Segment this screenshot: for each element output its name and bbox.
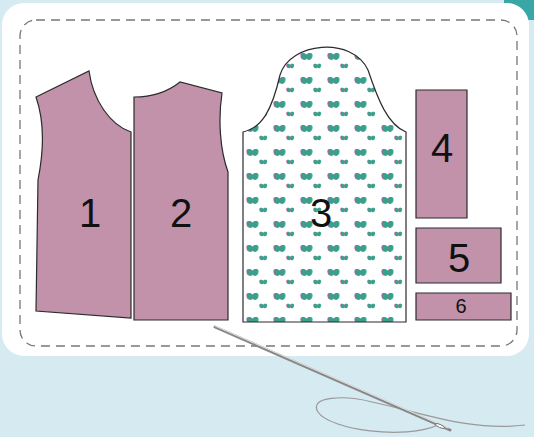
piece-outline: [238, 38, 410, 326]
piece-shape: [416, 228, 501, 283]
strip-piece: 6: [414, 291, 514, 323]
piece-shape: [134, 82, 228, 320]
needle: [215, 327, 450, 430]
sleeve-piece: 3: [238, 38, 410, 326]
piece-number: 4: [431, 128, 453, 168]
front-piece: 2: [131, 80, 231, 322]
piece-number: 1: [79, 193, 101, 233]
band-piece: 5: [414, 226, 504, 286]
white-panel: [2, 3, 529, 356]
piece-shape: [416, 293, 511, 320]
needle-eye: [435, 423, 445, 430]
front-piece: 1: [33, 70, 133, 320]
piece-shape: [36, 71, 131, 318]
needle-shine: [215, 326, 448, 428]
cuff-piece: 4: [414, 88, 470, 220]
piece-number: 5: [448, 238, 470, 278]
piece-shape: [243, 47, 406, 322]
dashed-border: [20, 20, 517, 346]
piece-number: 2: [170, 193, 192, 233]
piece-number: 6: [455, 296, 466, 316]
piece-number: 3: [310, 193, 332, 233]
thread: [316, 398, 525, 432]
piece-shape: [416, 90, 467, 218]
